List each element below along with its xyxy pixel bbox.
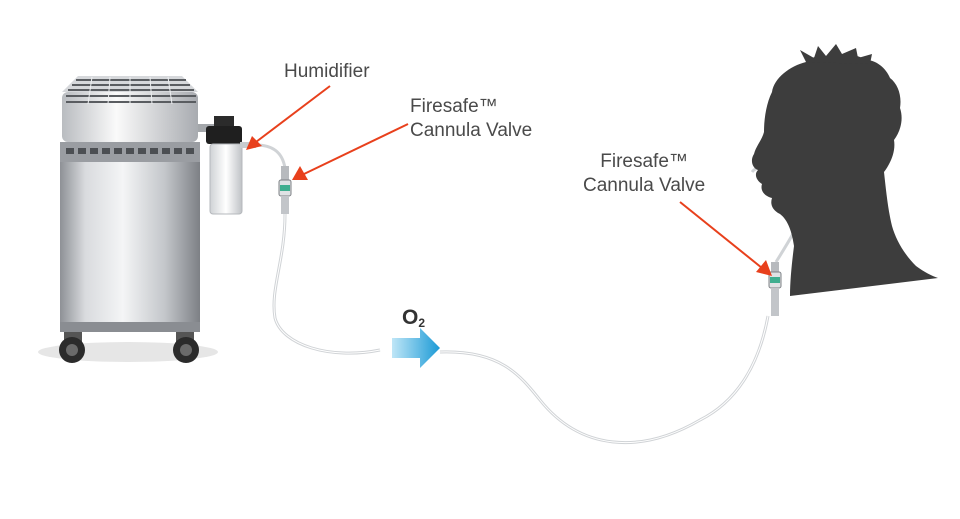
oxygen-tubing bbox=[255, 116, 824, 445]
oxygen-subscript: 2 bbox=[418, 316, 426, 330]
valve-1-label-line1: Firesafe™ bbox=[410, 96, 498, 117]
humidifier-label: Humidifier bbox=[284, 60, 370, 84]
humidifier-label-text: Humidifier bbox=[284, 61, 370, 82]
pointer-valve-1 bbox=[292, 123, 409, 180]
oxygen-flow-label: O2 bbox=[402, 306, 425, 330]
oxygen-flow-arrow bbox=[392, 328, 440, 368]
valve-1-label-line2: Cannula Valve bbox=[410, 120, 533, 141]
pointer-valve-2 bbox=[679, 201, 772, 276]
oxygen-symbol: O bbox=[402, 306, 419, 329]
cannula-valve-1 bbox=[278, 166, 292, 214]
valve-2-label-line2: Cannula Valve bbox=[583, 175, 706, 196]
valve-2-label: Firesafe™ Cannula Valve bbox=[583, 150, 705, 198]
oxygen-concentrator bbox=[38, 76, 224, 363]
valve-2-label-line1: Firesafe™ bbox=[600, 151, 688, 172]
cannula-valve-2 bbox=[768, 262, 782, 316]
humidifier-bottle bbox=[206, 116, 256, 215]
pointer-humidifier bbox=[246, 85, 331, 150]
patient-head-silhouette bbox=[751, 44, 938, 296]
valve-1-label: Firesafe™ Cannula Valve bbox=[410, 95, 532, 143]
